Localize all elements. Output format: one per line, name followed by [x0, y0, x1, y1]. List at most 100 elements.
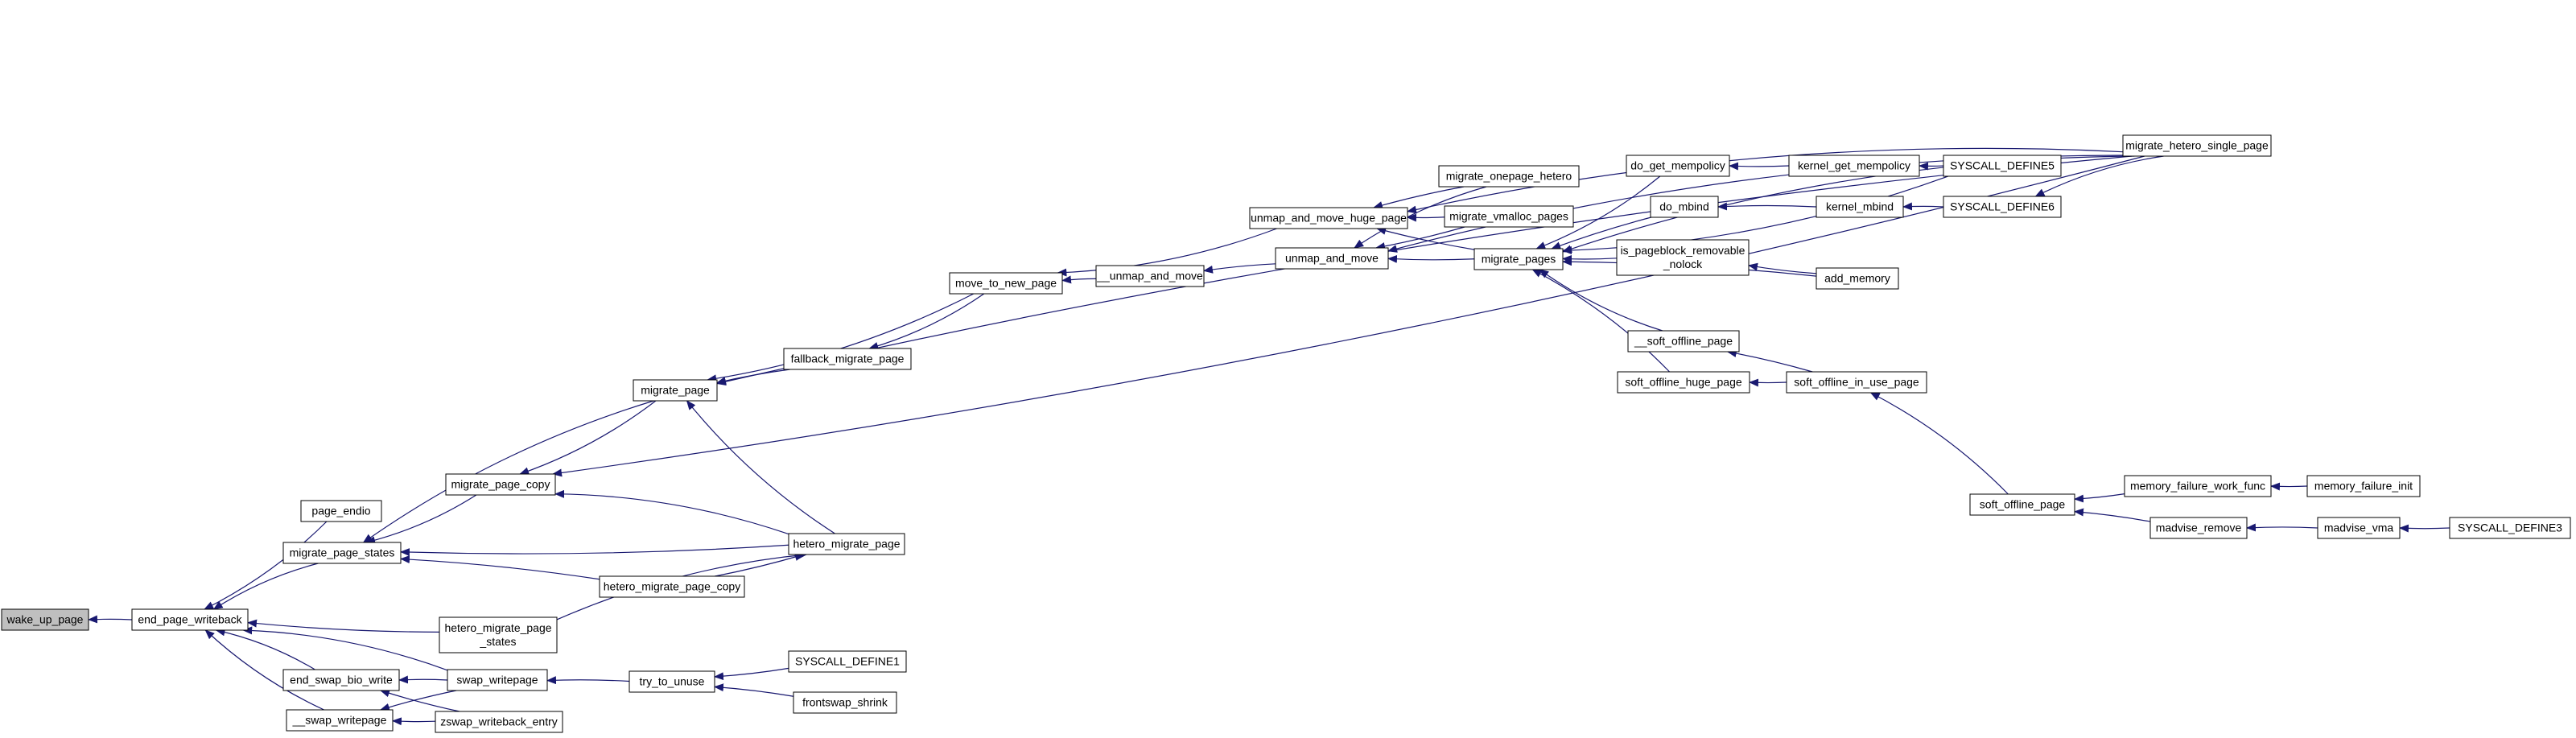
node-swap_writepage[interactable]: swap_writepage	[447, 669, 548, 691]
edge-migrate_hetero_single_page-to-migrate_page_copy	[552, 155, 2145, 477]
node-label: page_endio	[311, 505, 370, 517]
node-label: move_to_new_page	[955, 277, 1057, 290]
edge-kernel_mbind-to-do_mbind	[1717, 202, 1817, 211]
node-SYSCALL_DEFINE6[interactable]: SYSCALL_DEFINE6	[1943, 196, 2062, 218]
node-box	[949, 272, 1063, 295]
edge-soft_offline_in_use_page-to-__soft_offline_page	[1726, 349, 1813, 373]
node-is_pageblock_removable_nolock[interactable]: is_pageblock_removable_nolock	[1616, 239, 1750, 276]
node-unmap_and_move[interactable]: unmap_and_move	[1275, 247, 1389, 270]
edge-migrate_hetero_single_page-to-unmap_and_move_huge_page	[1407, 147, 2124, 214]
node-box	[788, 650, 907, 673]
node-wake_up_page[interactable]: wake_up_page	[1, 608, 89, 631]
node-move_to_new_page[interactable]: move_to_new_page	[949, 272, 1063, 295]
node-kernel_mbind[interactable]: kernel_mbind	[1816, 196, 1904, 218]
edge-memory_failure_work_func-to-soft_offline_page	[2074, 493, 2125, 503]
node-label: migrate_page_states	[290, 546, 395, 559]
node-do_mbind[interactable]: do_mbind	[1650, 196, 1719, 218]
node-zswap_writeback_entry[interactable]: zswap_writeback_entry	[435, 711, 563, 733]
node-end_swap_bio_write[interactable]: end_swap_bio_write	[282, 669, 400, 691]
node-do_get_mempolicy[interactable]: do_get_mempolicy	[1626, 155, 1730, 177]
edge-memory_failure_init-to-memory_failure_work_func	[2270, 482, 2308, 491]
node-box	[1816, 196, 1904, 218]
edge-layer	[88, 147, 2450, 726]
node-box	[2149, 517, 2248, 539]
node-__unmap_and_move[interactable]: __unmap_and_move	[1095, 265, 1205, 287]
node-frontswap_shrink[interactable]: frontswap_shrink	[793, 691, 897, 714]
node-label: migrate_vmalloc_pages	[1449, 210, 1568, 223]
node-hetero_migrate_page_states[interactable]: hetero_migrate_page_states	[439, 616, 558, 653]
node-__swap_writepage[interactable]: __swap_writepage	[286, 709, 394, 732]
node-label: fallback_migrate_page	[791, 353, 905, 365]
edge-hetero_migrate_page_copy-to-hetero_migrate_page	[715, 553, 805, 577]
node-migrate_page_copy[interactable]: migrate_page_copy	[445, 473, 556, 496]
node-label: end_page_writeback	[138, 613, 242, 626]
node-hetero_migrate_page[interactable]: hetero_migrate_page	[788, 533, 905, 555]
node-box	[1788, 155, 1920, 177]
node-madvise_remove[interactable]: madvise_remove	[2149, 517, 2248, 539]
edge-madvise_vma-to-madvise_remove	[2246, 523, 2318, 532]
node-box	[1786, 371, 1927, 394]
node-SYSCALL_DEFINE5[interactable]: SYSCALL_DEFINE5	[1943, 155, 2062, 177]
node-layer: wake_up_page end_page_writeback page_endio…	[1, 134, 2571, 733]
node-__soft_offline_page[interactable]: __soft_offline_page	[1627, 330, 1740, 353]
node-label: soft_offline_in_use_page	[1794, 376, 1919, 389]
edge-migrate_page-to-migrate_page_states	[362, 400, 654, 543]
node-kernel_get_mempolicy[interactable]: kernel_get_mempolicy	[1788, 155, 1920, 177]
node-migrate_vmalloc_pages[interactable]: migrate_vmalloc_pages	[1444, 205, 1574, 228]
node-box	[633, 379, 718, 402]
node-migrate_page_states[interactable]: migrate_page_states	[282, 542, 402, 564]
edge-hetero_migrate_page_copy-to-migrate_page_states	[400, 555, 600, 580]
node-box	[435, 711, 563, 733]
node-migrate_pages[interactable]: migrate_pages	[1473, 248, 1564, 270]
node-SYSCALL_DEFINE1[interactable]: SYSCALL_DEFINE1	[788, 650, 907, 673]
node-box	[2306, 475, 2421, 497]
edge-swap_writepage-to-end_page_writeback	[242, 626, 448, 671]
node-migrate_onepage_hetero[interactable]: migrate_onepage_hetero	[1438, 165, 1580, 188]
edge-migrate_hetero_single_page-to-SYSCALL_DEFINE6	[2034, 155, 2164, 197]
node-SYSCALL_DEFINE3[interactable]: SYSCALL_DEFINE3	[2449, 517, 2571, 539]
node-label: SYSCALL_DEFINE6	[1950, 200, 2055, 213]
node-page_endio[interactable]: page_endio	[300, 500, 382, 522]
node-madvise_vma[interactable]: madvise_vma	[2317, 517, 2401, 539]
node-box	[1627, 330, 1740, 353]
node-label: add_memory	[1824, 272, 1890, 285]
node-box	[300, 500, 382, 522]
node-label: unmap_and_move	[1285, 252, 1379, 265]
node-hetero_migrate_page_copy[interactable]: hetero_migrate_page_copy	[599, 575, 745, 598]
node-memory_failure_init[interactable]: memory_failure_init	[2306, 475, 2421, 497]
node-box	[1943, 155, 2062, 177]
node-soft_offline_page[interactable]: soft_offline_page	[1969, 493, 2075, 516]
node-label: is_pageblock_removable	[1621, 244, 1745, 257]
node-label: migrate_page	[641, 384, 710, 397]
node-box	[1275, 247, 1389, 270]
node-migrate_hetero_single_page[interactable]: migrate_hetero_single_page	[2122, 134, 2272, 157]
node-try_to_unuse[interactable]: try_to_unuse	[629, 670, 715, 693]
edge-is_pageblock_removable_nolock-to-migrate_pages	[1562, 254, 1618, 263]
node-box	[1438, 165, 1580, 188]
node-box	[599, 575, 745, 598]
node-end_page_writeback[interactable]: end_page_writeback	[131, 608, 249, 631]
node-label: hetero_migrate_page	[793, 538, 900, 550]
node-unmap_and_move_huge_page[interactable]: unmap_and_move_huge_page	[1249, 207, 1408, 229]
node-migrate_page[interactable]: migrate_page	[633, 379, 718, 402]
node-label: end_swap_bio_write	[290, 674, 393, 686]
node-add_memory[interactable]: add_memory	[1816, 267, 1899, 290]
node-box	[1249, 207, 1408, 229]
edge-__soft_offline_page-to-migrate_pages	[1539, 269, 1663, 332]
edge-zswap_writeback_entry-to-end_swap_bio_write	[380, 689, 460, 712]
edge-migrate_vmalloc_pages-to-unmap_and_move	[1375, 226, 1465, 250]
node-box	[1650, 196, 1719, 218]
node-box	[1444, 205, 1574, 228]
node-memory_failure_work_func[interactable]: memory_failure_work_func	[2124, 475, 2272, 497]
node-box	[1616, 239, 1750, 276]
edge-migrate_pages-to-unmap_and_move	[1387, 254, 1475, 263]
edge-hetero_migrate_page-to-migrate_page	[686, 400, 835, 534]
node-box	[286, 709, 394, 732]
edge-hetero_migrate_page-to-migrate_page_copy	[554, 489, 789, 535]
node-box	[1626, 155, 1730, 177]
node-soft_offline_huge_page[interactable]: soft_offline_huge_page	[1617, 371, 1750, 394]
node-soft_offline_in_use_page[interactable]: soft_offline_in_use_page	[1786, 371, 1927, 394]
edge-add_memory-to-is_pageblock_removable_nolock	[1748, 262, 1817, 274]
node-fallback_migrate_page[interactable]: fallback_migrate_page	[783, 348, 912, 370]
